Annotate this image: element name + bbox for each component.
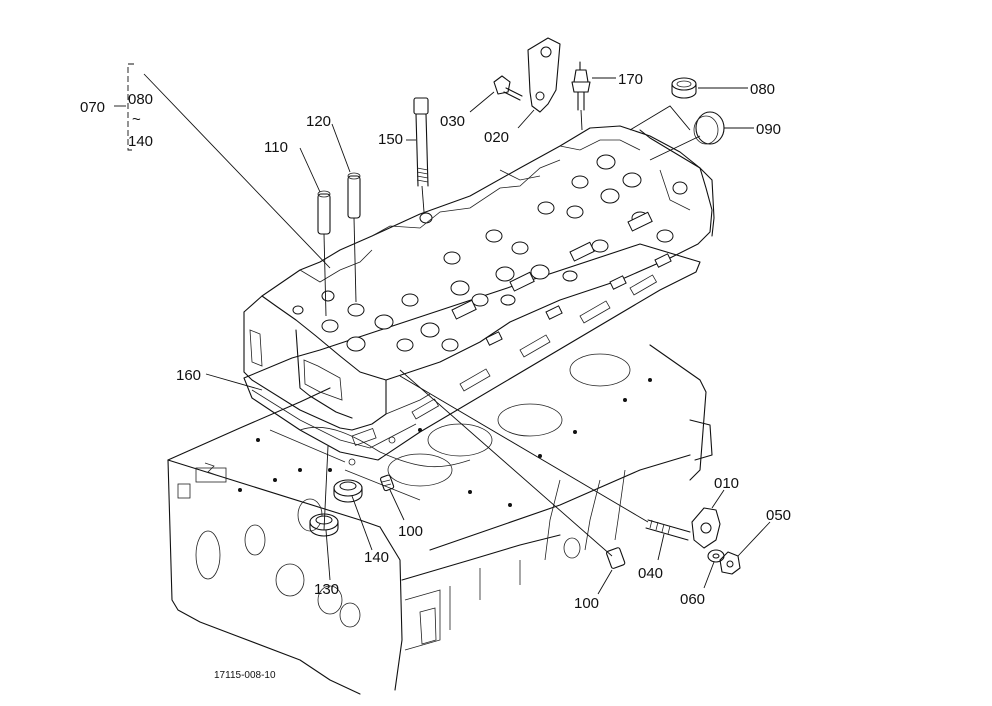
plug-080 (671, 77, 697, 99)
cylinder-head (243, 125, 715, 431)
valve-guide-110 (317, 190, 331, 317)
label-030: 030 (440, 113, 465, 130)
label-020: 020 (484, 129, 509, 146)
label-150: 150 (378, 131, 403, 148)
label-100-b: 100 (574, 595, 599, 612)
head-bolt-150 (413, 97, 429, 213)
bolt-030 (493, 75, 523, 101)
plate-010 (691, 507, 721, 549)
label-140: 140 (364, 549, 389, 566)
label-120: 120 (306, 113, 331, 130)
engine-hanger-020 (527, 37, 561, 113)
label-040: 040 (638, 565, 663, 582)
label-tilde: ~ (132, 111, 141, 128)
label-050: 050 (766, 507, 791, 524)
label-010: 010 (714, 475, 739, 492)
temperature-sensor-170 (571, 61, 591, 131)
block-bolt-holes (238, 378, 652, 507)
washer-060 (707, 549, 725, 563)
label-110: 110 (264, 139, 288, 156)
cylinder-block (167, 344, 713, 695)
dowel-pin-100-a (380, 474, 395, 492)
label-130: 130 (314, 581, 339, 598)
label-070: 070 (80, 99, 105, 116)
leader-lines (114, 63, 771, 595)
seal-140 (333, 479, 363, 503)
label-170: 170 (618, 71, 643, 88)
label-140-group: 140 (128, 133, 153, 150)
label-100-a: 100 (398, 523, 423, 540)
part-labels: 070 080 ~ 140 110 120 150 030 020 170 08… (80, 71, 791, 681)
label-080-group: 080 (128, 91, 153, 108)
dowel-pin-100-b (606, 547, 626, 569)
drawing-code: 17115-008-10 (214, 670, 276, 681)
label-060: 060 (680, 591, 705, 608)
head-top-ports (292, 154, 688, 352)
label-080: 080 (750, 81, 775, 98)
head-water-slots (451, 211, 672, 346)
nut-050 (719, 551, 741, 575)
label-090: 090 (756, 121, 781, 138)
label-160: 160 (176, 367, 201, 384)
cylinder-head-gasket (243, 243, 701, 466)
plug-090 (693, 111, 725, 145)
valve-guide-120 (347, 172, 361, 303)
stud-040 (645, 519, 691, 541)
